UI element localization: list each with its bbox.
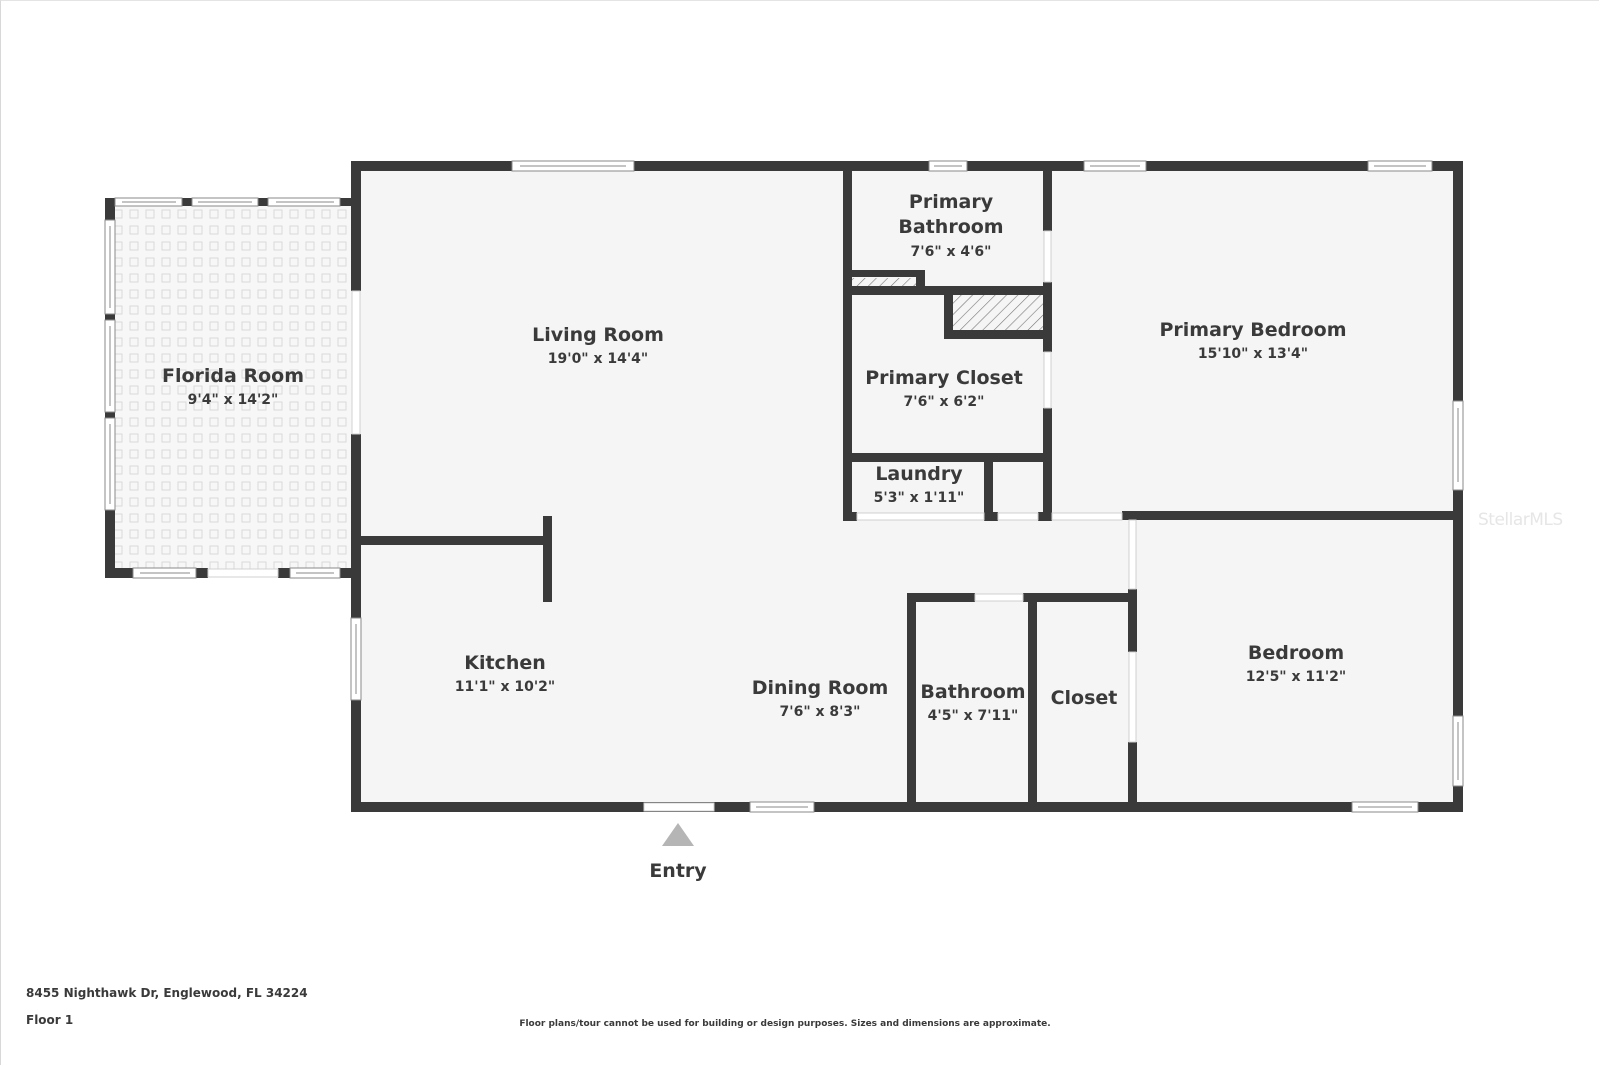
svg-text:7'6" x 8'3": 7'6" x 8'3" [780, 704, 861, 720]
watermark: StellarMLS [1478, 510, 1563, 530]
svg-text:15'10" x 13'4": 15'10" x 13'4" [1198, 346, 1308, 362]
room-kitchen: Kitchen 11'1" x 10'2" [455, 652, 555, 695]
entry-label: Entry [649, 860, 707, 882]
svg-text:12'5" x 11'2": 12'5" x 11'2" [1246, 669, 1346, 685]
svg-text:Living Room: Living Room [532, 324, 664, 346]
svg-text:4'5" x 7'11": 4'5" x 7'11" [928, 708, 1019, 724]
room-primary-bathroom: Primary Bathroom 7'6" x 4'6" [898, 191, 1003, 260]
property-address: 8455 Nighthawk Dr, Englewood, FL 34224 [26, 986, 308, 1000]
room-dining-room: Dining Room 7'6" x 8'3" [752, 677, 889, 720]
room-primary-bedroom: Primary Bedroom 15'10" x 13'4" [1159, 319, 1346, 362]
door-openings [207, 230, 1137, 812]
room-living-room: Living Room 19'0" x 14'4" [532, 324, 664, 367]
svg-text:Laundry: Laundry [875, 463, 963, 485]
svg-text:Dining Room: Dining Room [752, 677, 889, 699]
room-bathroom: Bathroom 4'5" x 7'11" [920, 681, 1025, 724]
svg-text:7'6" x 4'6": 7'6" x 4'6" [911, 244, 992, 260]
entry-door[interactable] [643, 802, 715, 812]
windows [104, 160, 1464, 813]
walls [105, 161, 1463, 812]
florida-room-opening [351, 290, 361, 435]
svg-text:19'0" x 14'4": 19'0" x 14'4" [548, 351, 648, 367]
svg-text:5'3" x 1'11": 5'3" x 1'11" [874, 490, 965, 506]
svg-text:Primary Bedroom: Primary Bedroom [1159, 319, 1346, 341]
svg-text:Bathroom: Bathroom [898, 216, 1003, 238]
room-closet: Closet [1051, 687, 1118, 709]
svg-text:7'6" x 6'2": 7'6" x 6'2" [904, 394, 985, 410]
svg-text:Florida Room: Florida Room [162, 365, 304, 387]
entry-marker: Entry [649, 823, 707, 882]
room-laundry: Laundry 5'3" x 1'11" [874, 463, 965, 506]
room-florida-room: Florida Room 9'4" x 14'2" [162, 365, 304, 408]
triangle-up-icon [662, 823, 694, 846]
svg-text:Closet: Closet [1051, 687, 1118, 709]
svg-text:11'1" x 10'2": 11'1" x 10'2" [455, 679, 555, 695]
svg-text:Bedroom: Bedroom [1248, 642, 1344, 664]
room-primary-closet: Primary Closet 7'6" x 6'2" [865, 367, 1023, 410]
svg-text:Kitchen: Kitchen [464, 652, 546, 674]
svg-text:Bathroom: Bathroom [920, 681, 1025, 703]
room-bedroom: Bedroom 12'5" x 11'2" [1246, 642, 1346, 685]
room-labels: Florida Room 9'4" x 14'2" Living Room 19… [162, 191, 1347, 724]
disclaimer: Floor plans/tour cannot be used for buil… [519, 1019, 1051, 1029]
svg-text:Primary: Primary [909, 191, 994, 213]
svg-text:9'4" x 14'2": 9'4" x 14'2" [188, 392, 279, 408]
floor-label: Floor 1 [26, 1013, 74, 1027]
svg-text:Primary Closet: Primary Closet [865, 367, 1023, 389]
